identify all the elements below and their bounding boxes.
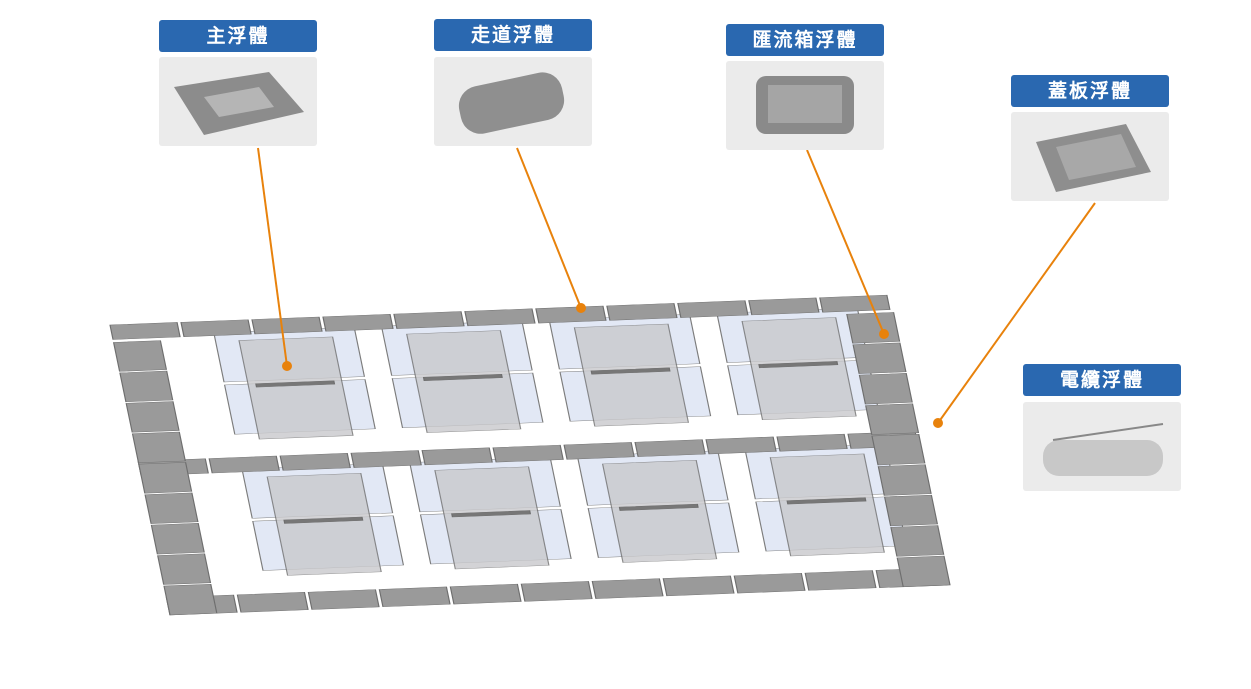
walkway-float <box>705 436 777 455</box>
walkway-float <box>119 370 174 403</box>
walkway-rail <box>590 367 671 375</box>
walkway-rail <box>451 510 532 518</box>
walkway-float <box>877 464 932 496</box>
walkway-float <box>393 311 465 329</box>
walkway-float <box>896 555 951 588</box>
walkway-float <box>236 592 309 613</box>
cable-float-icon <box>1043 423 1164 476</box>
walkway-float <box>157 553 212 585</box>
main-float <box>573 323 690 427</box>
thumb-cable-float <box>1023 402 1181 491</box>
walkway-float <box>109 322 181 340</box>
walkway-rail <box>255 380 336 388</box>
walkway-float <box>606 303 678 321</box>
walkway-float <box>464 308 536 327</box>
leader-dot-main <box>282 361 292 371</box>
walkway-float <box>163 583 218 616</box>
walkway-float <box>322 313 394 332</box>
walkway-rail <box>758 361 839 369</box>
walkway-float <box>804 570 877 591</box>
main-float <box>406 330 522 433</box>
walkway-float <box>125 401 180 433</box>
walkway-float <box>144 492 199 524</box>
leader-dot-combiner <box>879 329 889 339</box>
walkway-float <box>871 433 926 466</box>
leader-combiner <box>806 149 885 335</box>
walkway-float <box>852 342 907 374</box>
walkway-float <box>180 319 252 338</box>
walkway-float <box>131 431 186 463</box>
walkway-float <box>449 583 522 605</box>
walkway-float <box>421 447 493 466</box>
walkway-float <box>535 305 607 324</box>
thumb-walkway-float <box>434 57 592 146</box>
walkway-float <box>677 300 749 318</box>
label-cover-float: 蓋板浮體 <box>1011 75 1169 107</box>
leader-lines <box>257 147 1096 428</box>
main-float <box>238 336 354 440</box>
main-float <box>266 472 382 576</box>
platform-assembly <box>109 294 951 616</box>
walkway-float <box>748 297 820 316</box>
walkway-float <box>279 453 351 471</box>
walkway-float <box>563 442 635 460</box>
walkway-float <box>733 572 806 594</box>
walkway-float <box>138 462 193 494</box>
walkway-float <box>865 403 920 435</box>
label-combiner-float: 匯流箱浮體 <box>726 24 884 56</box>
walkway-float <box>591 578 664 599</box>
walkway-float <box>378 586 451 608</box>
walkway-float <box>492 444 564 463</box>
walkway-float <box>307 589 380 610</box>
walkway-float <box>858 373 913 405</box>
walkway-float <box>208 455 280 474</box>
label-cable-float: 電纜浮體 <box>1023 364 1181 396</box>
walkway-float <box>846 312 901 344</box>
main-float-icon <box>174 72 304 135</box>
walkway-float <box>634 439 706 457</box>
walkway-float <box>520 581 593 602</box>
main-float <box>434 466 550 570</box>
walkway-rail <box>786 497 867 505</box>
thumb-combiner-float <box>726 61 884 150</box>
walkway-float <box>883 494 939 527</box>
leader-cover <box>937 202 1096 424</box>
main-float <box>769 453 885 557</box>
walkway-float <box>819 294 891 313</box>
main-float <box>741 317 857 420</box>
walkway-float <box>776 433 848 452</box>
thumb-cover-float <box>1011 112 1169 201</box>
leader-main <box>257 147 288 367</box>
walkway-rail <box>618 503 699 511</box>
walkway-float <box>150 523 205 555</box>
walkway-rail <box>283 516 364 524</box>
walkway-float <box>890 525 945 557</box>
label-main-float: 主浮體 <box>159 20 317 52</box>
walkway-float <box>662 575 735 597</box>
walkway-float-icon <box>458 72 565 134</box>
walkway-rail <box>422 374 503 381</box>
leader-dot-walkway <box>576 303 586 313</box>
walkway-float <box>251 316 323 335</box>
leader-dot-cover <box>933 418 943 428</box>
walkway-float <box>112 340 168 372</box>
leader-walkway <box>516 147 582 309</box>
cover-float-icon <box>1036 124 1151 192</box>
label-walkway-float: 走道浮體 <box>434 19 592 51</box>
thumb-main-float <box>159 57 317 146</box>
main-float <box>601 460 718 563</box>
combiner-float-icon <box>756 76 854 134</box>
walkway-float <box>350 450 422 468</box>
